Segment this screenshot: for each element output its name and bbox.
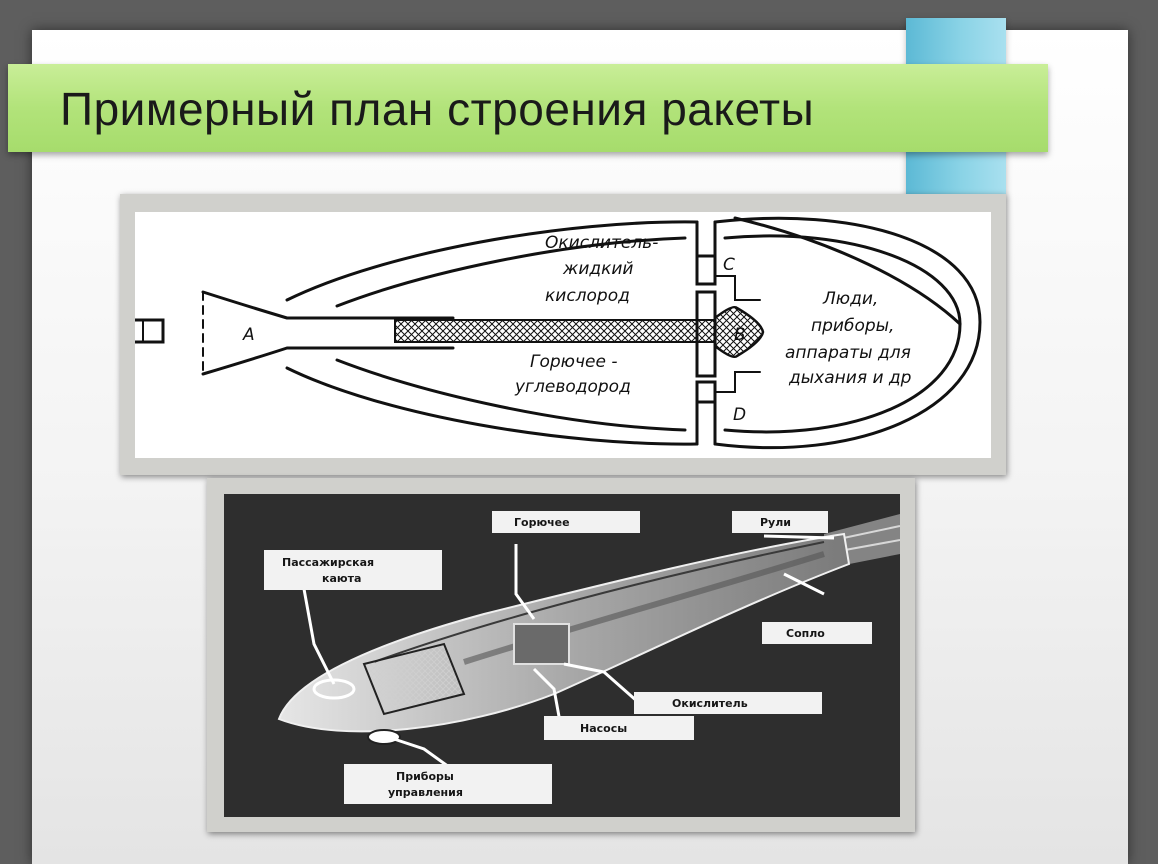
control-instruments-label-line-2: управления [388,786,463,799]
oxidizer-label: Окислитель [672,697,748,710]
fuel-label-line-1: Горючее - [530,352,617,372]
instrument-porthole [367,729,401,745]
label-d: D [733,405,746,425]
rocket-scheme-svg: A B C D Окислитель- жидкий кислород Горю… [135,216,982,450]
feed-pipe [394,319,716,343]
label-b: B [734,325,746,345]
hull-outer-left [285,220,699,302]
cabin-label-line-2: приборы, [811,316,894,336]
label-a: A [242,325,255,345]
rocket-cutaway-svg: Горючее Рули Пассажирская каюта Сопло Ок… [224,494,900,817]
nozzle-label: Сопло [786,627,825,640]
rocket-cutaway-diagram: Горючее Рули Пассажирская каюта Сопло Ок… [224,494,900,817]
cabin-label-line-4: дыхания и др [788,368,912,388]
combustion-chamber [713,305,765,359]
hull-outer-right [713,216,982,450]
pumps-label: Насосы [580,722,627,735]
fuel-label: Горючее [514,516,570,529]
passenger-cabin-label-line-2: каюта [322,572,361,585]
engine-block [513,623,570,665]
exhaust-stub [135,318,165,344]
fuel-label-line-2: углеводород [514,377,631,397]
control-instruments-label-line-1: Приборы [396,770,454,783]
cabin-label-line-3: аппараты для [785,343,911,363]
bulkhead [695,220,717,446]
diagram-frame-bottom: Горючее Рули Пассажирская каюта Сопло Ок… [207,478,915,832]
passenger-cabin-label-line-1: Пассажирская [282,556,374,569]
oxidizer-label-line-2: жидкий [562,259,633,279]
oxidizer-label-line-3: кислород [545,286,630,306]
rocket-scheme-diagram: A B C D Окислитель- жидкий кислород Горю… [135,212,991,458]
cabin-mesh [362,642,466,716]
label-c: C [723,255,735,275]
nozzle-outline [201,290,455,320]
cabin-window [312,678,356,700]
rudders-label: Рули [760,516,791,529]
title-banner: Примерный план строения ракеты [8,64,1048,152]
oxidizer-label-line-1: Окислитель- [545,233,658,253]
diagram-frame-top: A B C D Окислитель- жидкий кислород Горю… [120,194,1006,475]
slide-title: Примерный план строения ракеты [60,83,815,135]
cabin-label-line-1: Люди, [822,289,878,309]
